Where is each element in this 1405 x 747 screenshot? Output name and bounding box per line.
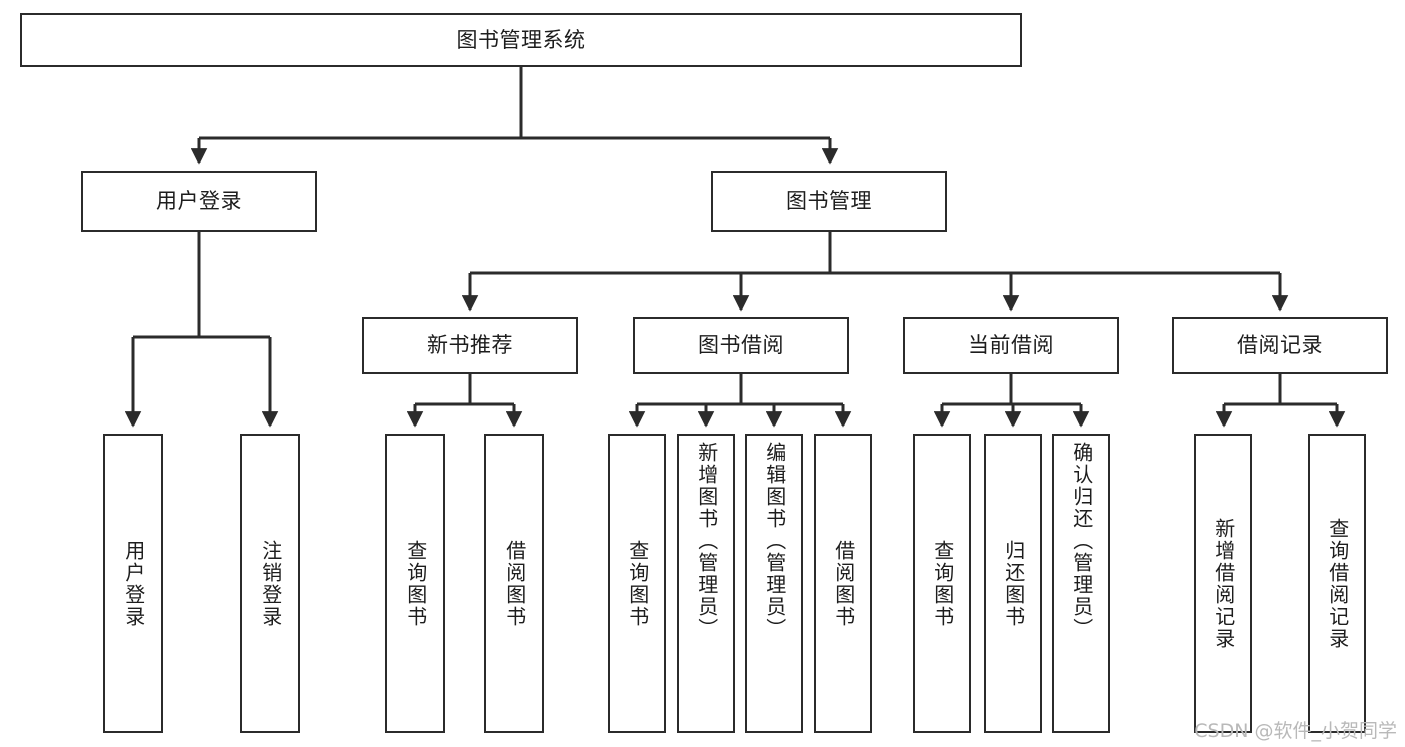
node-root-label: 图书管理系统	[456, 27, 586, 52]
leaf-borrow-book-1-label: 借阅图书	[502, 539, 527, 628]
leaf-return-book-label: 归还图书	[1001, 539, 1026, 628]
leaf-confirm-return[interactable]: 确认归还（管理员）	[1052, 434, 1110, 733]
leaf-edit-book-label: 编辑图书（管理员）	[762, 442, 787, 640]
node-borrow-record-label: 借阅记录	[1237, 333, 1323, 358]
leaf-query-record[interactable]: 查询借阅记录	[1308, 434, 1366, 733]
node-book-borrow-label: 图书借阅	[698, 333, 784, 358]
leaf-add-book[interactable]: 新增图书（管理员）	[677, 434, 735, 733]
leaf-logout-label: 注销登录	[258, 539, 283, 628]
leaf-borrow-book-1[interactable]: 借阅图书	[484, 434, 544, 733]
node-book-manage-label: 图书管理	[786, 189, 872, 214]
node-current-borrow-label: 当前借阅	[968, 333, 1054, 358]
edge-userlogin-to-leaves	[124, 232, 279, 428]
node-root[interactable]: 图书管理系统	[20, 13, 1022, 67]
leaf-query-book-1-label: 查询图书	[403, 539, 428, 628]
leaf-query-book-2-label: 查询图书	[625, 539, 650, 628]
leaf-add-record[interactable]: 新增借阅记录	[1194, 434, 1252, 733]
leaf-query-book-3[interactable]: 查询图书	[913, 434, 971, 733]
leaf-query-book-2[interactable]: 查询图书	[608, 434, 666, 733]
edge-borrowrecord-to-leaves	[1215, 374, 1346, 428]
leaf-add-record-label: 新增借阅记录	[1211, 517, 1236, 650]
node-new-book-rec[interactable]: 新书推荐	[362, 317, 578, 374]
node-user-login[interactable]: 用户登录	[81, 171, 317, 232]
node-borrow-record[interactable]: 借阅记录	[1172, 317, 1388, 374]
edge-currentborrow-to-leaves	[933, 374, 1090, 428]
leaf-logout[interactable]: 注销登录	[240, 434, 300, 733]
leaf-borrow-book-2-label: 借阅图书	[831, 539, 856, 628]
node-book-manage[interactable]: 图书管理	[711, 171, 947, 232]
leaf-query-record-label: 查询借阅记录	[1325, 517, 1350, 650]
edge-bookborrow-to-leaves	[628, 374, 852, 428]
leaf-query-book-3-label: 查询图书	[930, 539, 955, 628]
leaf-return-book[interactable]: 归还图书	[984, 434, 1042, 733]
node-book-borrow[interactable]: 图书借阅	[633, 317, 849, 374]
leaf-confirm-return-label: 确认归还（管理员）	[1069, 442, 1094, 640]
node-current-borrow[interactable]: 当前借阅	[903, 317, 1119, 374]
node-user-login-label: 用户登录	[156, 189, 242, 214]
leaf-user-login[interactable]: 用户登录	[103, 434, 163, 733]
leaf-user-login-label: 用户登录	[121, 539, 146, 628]
node-new-book-rec-label: 新书推荐	[427, 333, 513, 358]
leaf-query-book-1[interactable]: 查询图书	[385, 434, 445, 733]
leaf-add-book-label: 新增图书（管理员）	[694, 442, 719, 640]
leaf-borrow-book-2[interactable]: 借阅图书	[814, 434, 872, 733]
leaf-edit-book[interactable]: 编辑图书（管理员）	[745, 434, 803, 733]
edge-root-to-level2	[190, 67, 839, 165]
edge-bookmanage-to-level3	[461, 232, 1289, 312]
edge-newbook-to-leaves	[406, 374, 523, 428]
